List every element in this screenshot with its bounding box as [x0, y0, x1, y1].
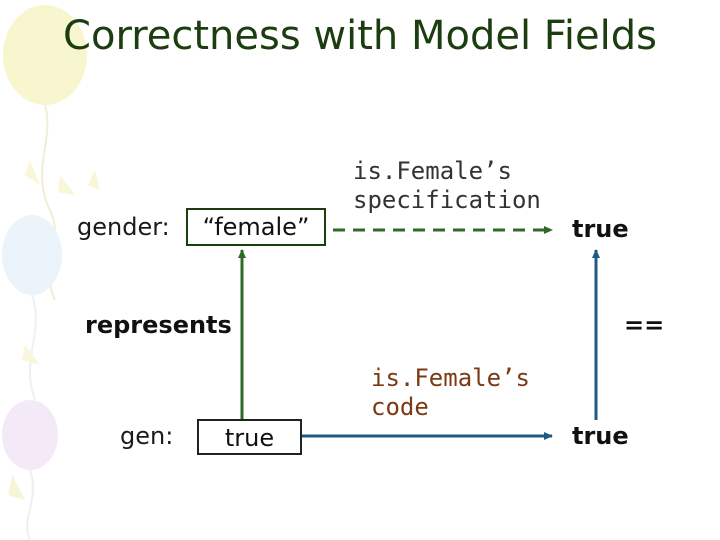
- code-result: true: [572, 422, 629, 450]
- code-label: is.Female’s code: [371, 364, 530, 421]
- gender-field-label: gender:: [77, 213, 170, 241]
- represents-label: represents: [85, 311, 232, 339]
- gen-field-label: gen:: [120, 422, 174, 450]
- spec-label: is.Female’s specification: [353, 157, 541, 214]
- gen-value-box: true: [197, 419, 302, 455]
- spec-result: true: [572, 215, 629, 243]
- balloon-decoration: [2, 5, 100, 540]
- equals-label: ==: [624, 311, 665, 339]
- gender-value-box: “female”: [186, 208, 326, 246]
- slide-title: Correctness with Model Fields: [63, 13, 657, 59]
